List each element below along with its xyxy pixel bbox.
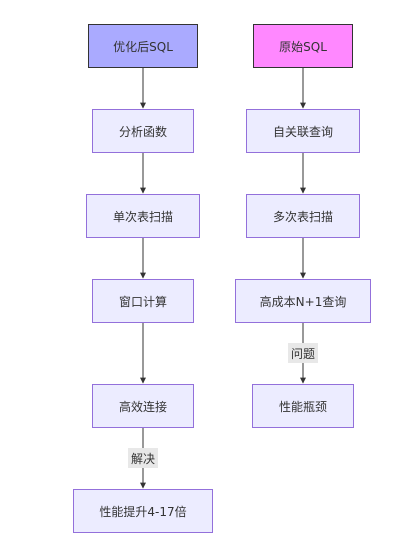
window-computation-label: 窗口计算 xyxy=(118,294,167,309)
original-sql-label: 原始SQL xyxy=(279,39,327,54)
edge-label-solve: 解决 xyxy=(128,448,158,468)
performance-bottleneck-node: 性能瓶颈 xyxy=(252,384,354,428)
optimized-sql-node: 优化后SQL xyxy=(88,24,198,68)
self-join-query-label: 自关联查询 xyxy=(272,124,333,139)
efficient-join-label: 高效连接 xyxy=(118,399,167,414)
multiple-table-scan-node: 多次表扫描 xyxy=(246,194,360,238)
performance-gain-node: 性能提升4-17倍 xyxy=(73,489,213,533)
edge-label-problem-text: 问题 xyxy=(290,346,315,361)
performance-gain-label: 性能提升4-17倍 xyxy=(99,504,187,519)
self-join-query-node: 自关联查询 xyxy=(246,109,360,153)
high-cost-n-plus-one-label: 高成本N+1查询 xyxy=(259,294,347,309)
efficient-join-node: 高效连接 xyxy=(92,384,194,428)
edge-label-problem: 问题 xyxy=(288,343,318,363)
edge-label-solve-text: 解决 xyxy=(130,451,155,466)
analytic-functions-label: 分析函数 xyxy=(118,124,167,139)
optimized-sql-label: 优化后SQL xyxy=(113,39,173,54)
window-computation-node: 窗口计算 xyxy=(92,279,194,323)
multiple-table-scan-label: 多次表扫描 xyxy=(272,209,333,224)
single-table-scan-label: 单次表扫描 xyxy=(112,209,173,224)
original-sql-node: 原始SQL xyxy=(253,24,353,68)
analytic-functions-node: 分析函数 xyxy=(92,109,194,153)
single-table-scan-node: 单次表扫描 xyxy=(86,194,200,238)
performance-bottleneck-label: 性能瓶颈 xyxy=(278,399,327,414)
high-cost-n-plus-one-node: 高成本N+1查询 xyxy=(235,279,371,323)
